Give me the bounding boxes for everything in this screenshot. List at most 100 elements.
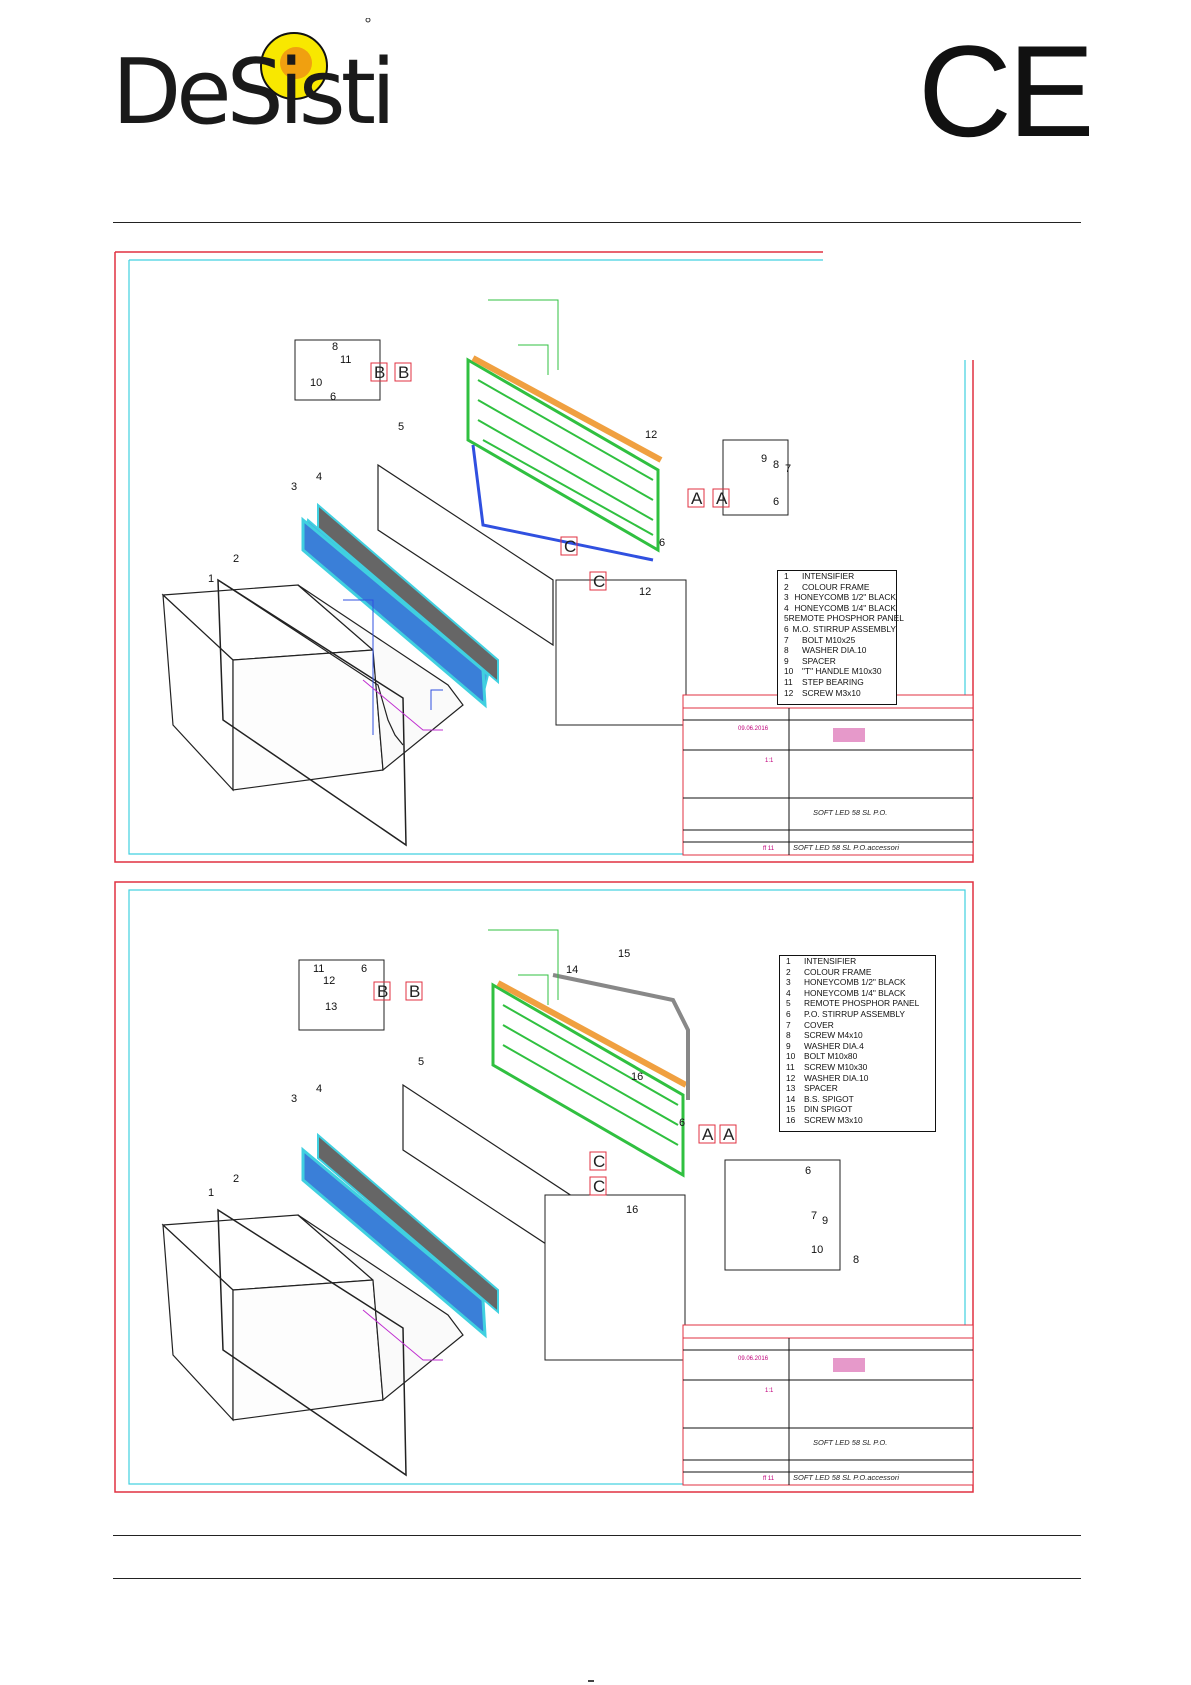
svg-text:09.06.2016: 09.06.2016	[738, 1356, 769, 1362]
svg-text:SOFT LED 58 SL P.O.: SOFT LED 58 SL P.O.	[813, 1438, 887, 1447]
svg-text:B: B	[409, 982, 420, 1001]
svg-text:2: 2	[233, 553, 239, 565]
svg-text:A: A	[702, 1125, 714, 1144]
legend-label: B.S. SPIGOT	[804, 1093, 854, 1104]
colour-frame	[217, 579, 404, 746]
legend-number: 10	[786, 1051, 796, 1062]
svg-text:1:1: 1:1	[765, 1388, 774, 1394]
legend-label: BOLT M10x25	[802, 634, 856, 645]
fixture-body	[466, 355, 663, 562]
svg-text:14: 14	[566, 964, 578, 976]
svg-text:C: C	[593, 1152, 605, 1171]
legend-label: SCREW M10x30	[804, 1061, 868, 1072]
legend-number: 4	[786, 987, 791, 998]
fixture-body	[491, 973, 690, 1178]
svg-text:C: C	[593, 572, 605, 591]
legend-label: STEP BEARING	[802, 676, 864, 687]
legend-label: COVER	[804, 1019, 834, 1030]
legend-number: 10	[784, 666, 794, 677]
svg-text:12: 12	[323, 975, 335, 987]
svg-text:3: 3	[291, 1093, 297, 1105]
legend-number: 9	[786, 1040, 791, 1051]
logo-text: DeSisti	[112, 40, 396, 145]
legend-label: COLOUR FRAME	[804, 966, 872, 977]
svg-text:4: 4	[316, 1083, 322, 1095]
legend-label: M.O. STIRRUP ASSEMBLY	[792, 623, 896, 634]
svg-text:ff 11: ff 11	[763, 1476, 775, 1482]
svg-text:6: 6	[805, 1165, 811, 1177]
legend-row: 8 WASHER DIA.10	[778, 645, 896, 656]
intensifier	[161, 584, 464, 792]
legend-number: 9	[784, 655, 789, 666]
legend-row: 2 COLOUR FRAME	[780, 967, 935, 978]
legend-number: 16	[786, 1114, 796, 1125]
legend-number: 11	[784, 676, 793, 687]
svg-text:12: 12	[645, 429, 657, 441]
legend-label: SCREW M4x10	[804, 1030, 863, 1041]
legend-label: COLOUR FRAME	[802, 581, 870, 592]
svg-text:8: 8	[853, 1254, 859, 1266]
svg-text:11: 11	[340, 354, 351, 366]
legend-number: 2	[786, 966, 791, 977]
legend-row: 16 SCREW M3x10	[780, 1115, 935, 1126]
svg-text:10: 10	[310, 377, 322, 389]
svg-text:6: 6	[659, 537, 665, 549]
legend-label: HONEYCOMB 1/2" BLACK	[804, 977, 906, 988]
legend-number: 7	[784, 634, 789, 645]
svg-text:SOFT LED 58 SL P.O.accessori: SOFT LED 58 SL P.O.accessori	[793, 843, 899, 852]
legend-label: HONEYCOMB 1/4" BLACK	[804, 987, 906, 998]
svg-text:4: 4	[316, 471, 322, 483]
legend-label: P.O. STIRRUP ASSEMBLY	[804, 1008, 905, 1019]
svg-text:SOFT LED 58 SL P.O.accessori: SOFT LED 58 SL P.O.accessori	[793, 1473, 899, 1482]
svg-text:2: 2	[233, 1173, 239, 1185]
svg-text:B: B	[374, 363, 385, 382]
legend-row: 11 SCREW M10x30	[780, 1062, 935, 1073]
detail-letters: B B A A C C	[373, 981, 737, 1196]
legend-row: 4 HONEYCOMB 1/4" BLACK	[780, 988, 935, 999]
legend-number: 5	[784, 613, 789, 624]
legend-number: 12	[786, 1072, 796, 1083]
legend-row: 10"T" HANDLE M10x30	[778, 666, 896, 677]
detail-letters: B B A A C C	[370, 362, 730, 591]
svg-text:A: A	[723, 1125, 735, 1144]
title-block-2: SOFT LED 58 SL P.O. SOFT LED 58 SL P.O.a…	[682, 1324, 974, 1486]
svg-text:C: C	[564, 537, 576, 556]
legend-number: 14	[786, 1093, 796, 1104]
legend-label: WASHER DIA.10	[802, 645, 867, 656]
legend-number: 8	[784, 645, 789, 656]
detail-b-box	[294, 339, 381, 401]
svg-text:12: 12	[639, 586, 651, 598]
legend-number: 4	[784, 602, 789, 613]
svg-text:B: B	[377, 982, 388, 1001]
legend-row: 7 BOLT M10x25	[778, 635, 896, 646]
phosphor-panel	[377, 463, 554, 647]
svg-text:15: 15	[618, 948, 630, 960]
legend-label: SCREW M3x10	[804, 1114, 863, 1125]
page-bottom-mark	[588, 1680, 594, 1682]
legend-number: 15	[786, 1104, 796, 1115]
svg-text:A: A	[716, 489, 728, 508]
legend-number: 8	[786, 1030, 791, 1041]
header-divider	[113, 222, 1081, 223]
legend-row: 6 P.O. STIRRUP ASSEMBLY	[780, 1009, 935, 1020]
intensifier	[161, 1214, 464, 1422]
title-block-1: SOFT LED 58 SL P.O. SOFT LED 58 SL P.O.a…	[682, 694, 974, 856]
legend-number: 11	[786, 1061, 795, 1072]
legend-number: 7	[786, 1019, 791, 1030]
svg-text:1: 1	[208, 1187, 214, 1199]
legend-number: 6	[786, 1008, 791, 1019]
brand-logo: DeSisti	[104, 18, 396, 145]
